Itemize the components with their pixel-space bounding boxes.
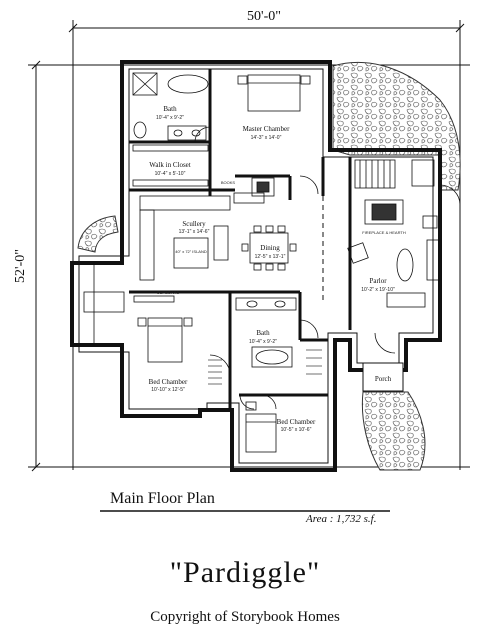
room-name-walkin: Walk in Closet bbox=[149, 161, 190, 169]
room-name-bath-lower: Bath bbox=[256, 329, 270, 337]
west-storage bbox=[83, 262, 125, 346]
room-size-walkin: 10'-4" x 5'-10" bbox=[155, 171, 186, 177]
room-size-parlor: 10'-2" x 19'-10" bbox=[361, 287, 395, 293]
room-labels: Bath 10'-4" x 9'-2" Master Chamber 14'-3… bbox=[149, 105, 406, 433]
fireplaces bbox=[251, 177, 404, 225]
stairs bbox=[354, 159, 435, 189]
lower-bath-fixtures bbox=[235, 297, 297, 368]
porch-slab bbox=[362, 362, 404, 392]
room-size-bed2: 10'-5" x 10'-6" bbox=[281, 427, 312, 433]
note-books: BOOKS bbox=[221, 180, 236, 185]
stone-path-porch bbox=[361, 391, 426, 471]
width-dimension bbox=[68, 20, 465, 470]
note-cupboard: CUPBOARD bbox=[157, 290, 180, 295]
stone-patio-northeast bbox=[332, 61, 461, 191]
area-label: Area : 1,732 s.f. bbox=[306, 513, 377, 525]
copyright: Copyright of Storybook Homes bbox=[150, 609, 340, 625]
note-fireplace: FIREPLACE & HEARTH bbox=[362, 230, 406, 235]
scullery-fixtures bbox=[139, 192, 265, 281]
closet-hatching bbox=[208, 349, 322, 385]
plan-caption: Main Floor Plan bbox=[110, 490, 215, 507]
room-name-master: Master Chamber bbox=[243, 125, 291, 133]
depth-label: 52'-0" bbox=[13, 249, 28, 283]
room-size-bed1: 10'-10" x 12'-5" bbox=[151, 387, 185, 393]
room-name-scullery: Scullery bbox=[182, 220, 206, 228]
house-name: "Pardiggle" bbox=[169, 556, 321, 589]
room-size-bath-upper: 10'-4" x 9'-2" bbox=[156, 115, 184, 121]
room-size-dining: 12'-5" x 13'-1" bbox=[255, 254, 286, 260]
room-size-scullery: 13'-1" x 14'-6" bbox=[179, 229, 210, 235]
master-bed bbox=[237, 74, 311, 112]
interior-walls bbox=[129, 69, 352, 410]
bed-chamber-one-bed bbox=[133, 295, 193, 363]
room-name-porch: Porch bbox=[375, 375, 392, 383]
upper-bath-fixtures bbox=[132, 72, 209, 187]
room-name-bath-upper: Bath bbox=[163, 105, 177, 113]
parlor-furniture bbox=[347, 215, 442, 308]
dining-table bbox=[241, 225, 297, 271]
room-size-master: 14'-3" x 14'-0" bbox=[251, 135, 282, 141]
room-name-parlor: Parlor bbox=[369, 277, 387, 285]
room-size-bath-lower: 10'-4" x 9'-2" bbox=[249, 339, 277, 345]
note-island: 40" x 72" ISLAND bbox=[175, 249, 207, 254]
width-label: 50'-0" bbox=[247, 9, 281, 24]
stone-wall-west bbox=[77, 215, 119, 253]
room-name-dining: Dining bbox=[260, 244, 280, 252]
room-name-bed2: Bed Chamber bbox=[277, 418, 316, 426]
room-name-bed1: Bed Chamber bbox=[149, 378, 188, 386]
bed-chamber-two-bed bbox=[245, 401, 277, 453]
